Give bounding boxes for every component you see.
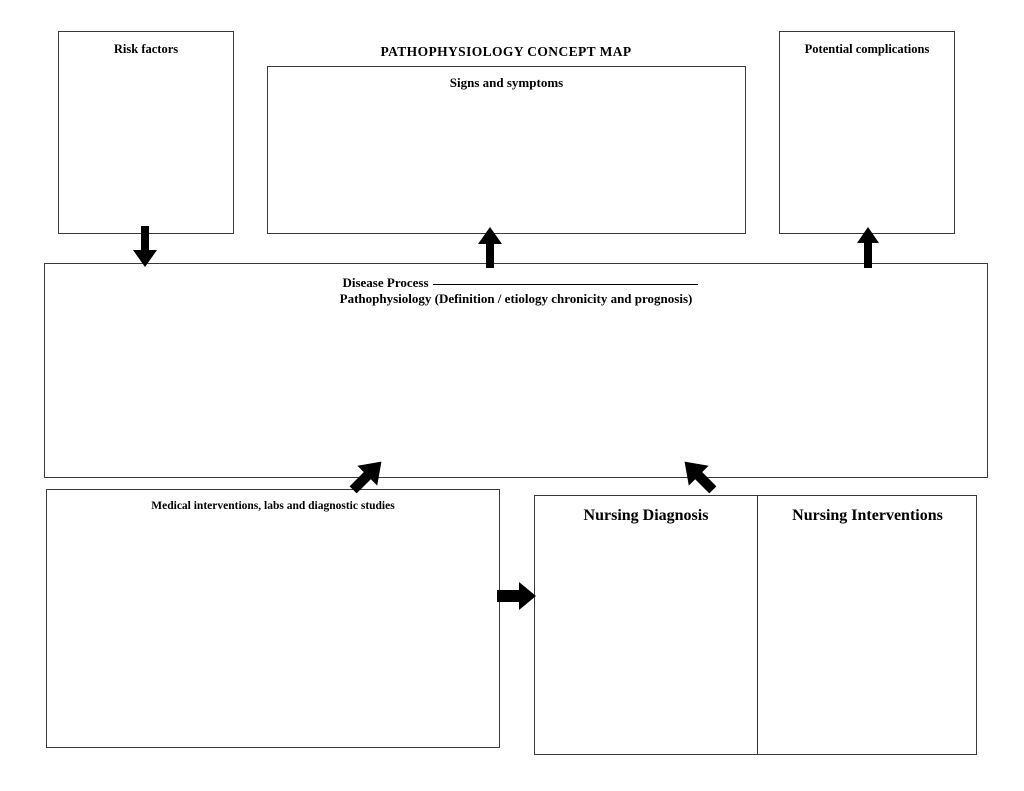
disease-process-line-1: Disease Process bbox=[45, 275, 987, 291]
pathophysiology-label: Pathophysiology (Definition / etiology c… bbox=[339, 291, 693, 307]
box-disease-process[interactable]: Disease Process Pathophysiology (Definit… bbox=[44, 263, 988, 478]
box-medical-interventions[interactable]: Medical interventions, labs and diagnost… bbox=[46, 489, 500, 748]
arrow-right-medical-interventions-to-nursing-diagnosis-icon bbox=[497, 580, 537, 612]
box-medical-interventions-label: Medical interventions, labs and diagnost… bbox=[151, 500, 395, 512]
page-title: PATHOPHYSIOLOGY CONCEPT MAP bbox=[380, 44, 632, 59]
box-signs-and-symptoms[interactable]: Signs and symptoms bbox=[267, 66, 746, 234]
box-nursing[interactable]: Nursing Diagnosis Nursing Interventions bbox=[534, 495, 977, 755]
disease-process-label: Disease Process bbox=[342, 275, 429, 290]
arrow-down-right-disease-process-to-nursing-icon bbox=[670, 452, 726, 498]
box-signs-and-symptoms-label: Signs and symptoms bbox=[449, 75, 564, 90]
disease-process-blank-field[interactable] bbox=[432, 284, 698, 285]
box-potential-complications[interactable]: Potential complications bbox=[779, 31, 955, 234]
arrow-down-left-disease-process-to-medical-interventions-icon bbox=[340, 452, 396, 498]
box-risk-factors-label: Risk factors bbox=[113, 42, 179, 56]
nursing-column-divider bbox=[757, 496, 758, 754]
box-disease-process-heading: Disease Process Pathophysiology (Definit… bbox=[45, 275, 987, 308]
arrow-down-risk-factors-to-disease-process-icon bbox=[131, 226, 159, 268]
arrow-up-disease-process-to-signs-and-symptoms-icon bbox=[476, 226, 504, 268]
box-nursing-diagnosis-label: Nursing Diagnosis bbox=[583, 507, 709, 524]
arrow-up-disease-process-to-potential-complications-icon bbox=[855, 226, 881, 268]
box-risk-factors[interactable]: Risk factors bbox=[58, 31, 234, 234]
box-nursing-interventions-label: Nursing Interventions bbox=[792, 507, 943, 524]
box-potential-complications-label: Potential complications bbox=[804, 42, 930, 56]
